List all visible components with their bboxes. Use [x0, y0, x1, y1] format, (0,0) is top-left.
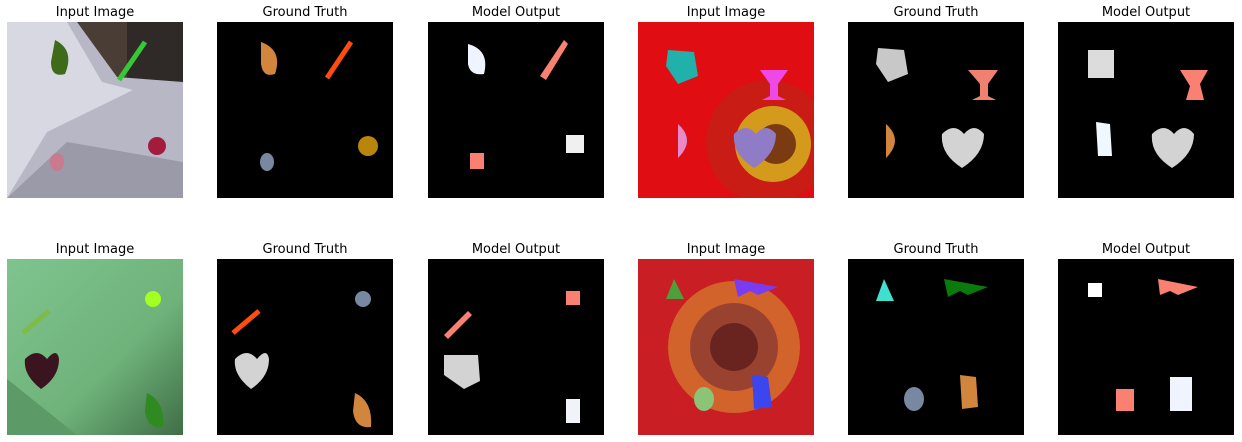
panel-title: Ground Truth [262, 242, 348, 257]
model-output-panel [428, 259, 604, 435]
panel-title: Model Output [1101, 242, 1191, 257]
model-output-mask [428, 259, 604, 435]
ground-truth-mask [848, 259, 1024, 435]
model-output-mask [428, 22, 604, 198]
model-output-panel [1058, 22, 1234, 198]
ground-truth-mask [848, 22, 1024, 198]
panel-title: Model Output [471, 5, 561, 20]
model-output-mask [1058, 259, 1234, 435]
panel-title: Model Output [471, 242, 561, 257]
panel-title: Input Image [55, 242, 135, 257]
input-image-panel [7, 259, 183, 435]
model-output-panel [1058, 259, 1234, 435]
panel-title: Input Image [686, 5, 766, 20]
ground-truth-panel [217, 259, 393, 435]
panel-title: Model Output [1101, 5, 1191, 20]
ground-truth-mask [217, 22, 393, 198]
panel-title: Ground Truth [893, 5, 979, 20]
panel-title: Input Image [55, 5, 135, 20]
ground-truth-panel [217, 22, 393, 198]
model-output-mask [1058, 22, 1234, 198]
model-output-panel [428, 22, 604, 198]
input-image [638, 259, 814, 435]
ground-truth-panel [848, 259, 1024, 435]
ground-truth-panel [848, 22, 1024, 198]
panel-title: Ground Truth [893, 242, 979, 257]
input-image [638, 22, 814, 198]
input-image-panel [638, 22, 814, 198]
ground-truth-mask [217, 259, 393, 435]
input-image [7, 259, 183, 435]
input-image-panel [7, 22, 183, 198]
input-image [7, 22, 183, 198]
panel-title: Ground Truth [262, 5, 348, 20]
input-image-panel [638, 259, 814, 435]
panel-title: Input Image [686, 242, 766, 257]
